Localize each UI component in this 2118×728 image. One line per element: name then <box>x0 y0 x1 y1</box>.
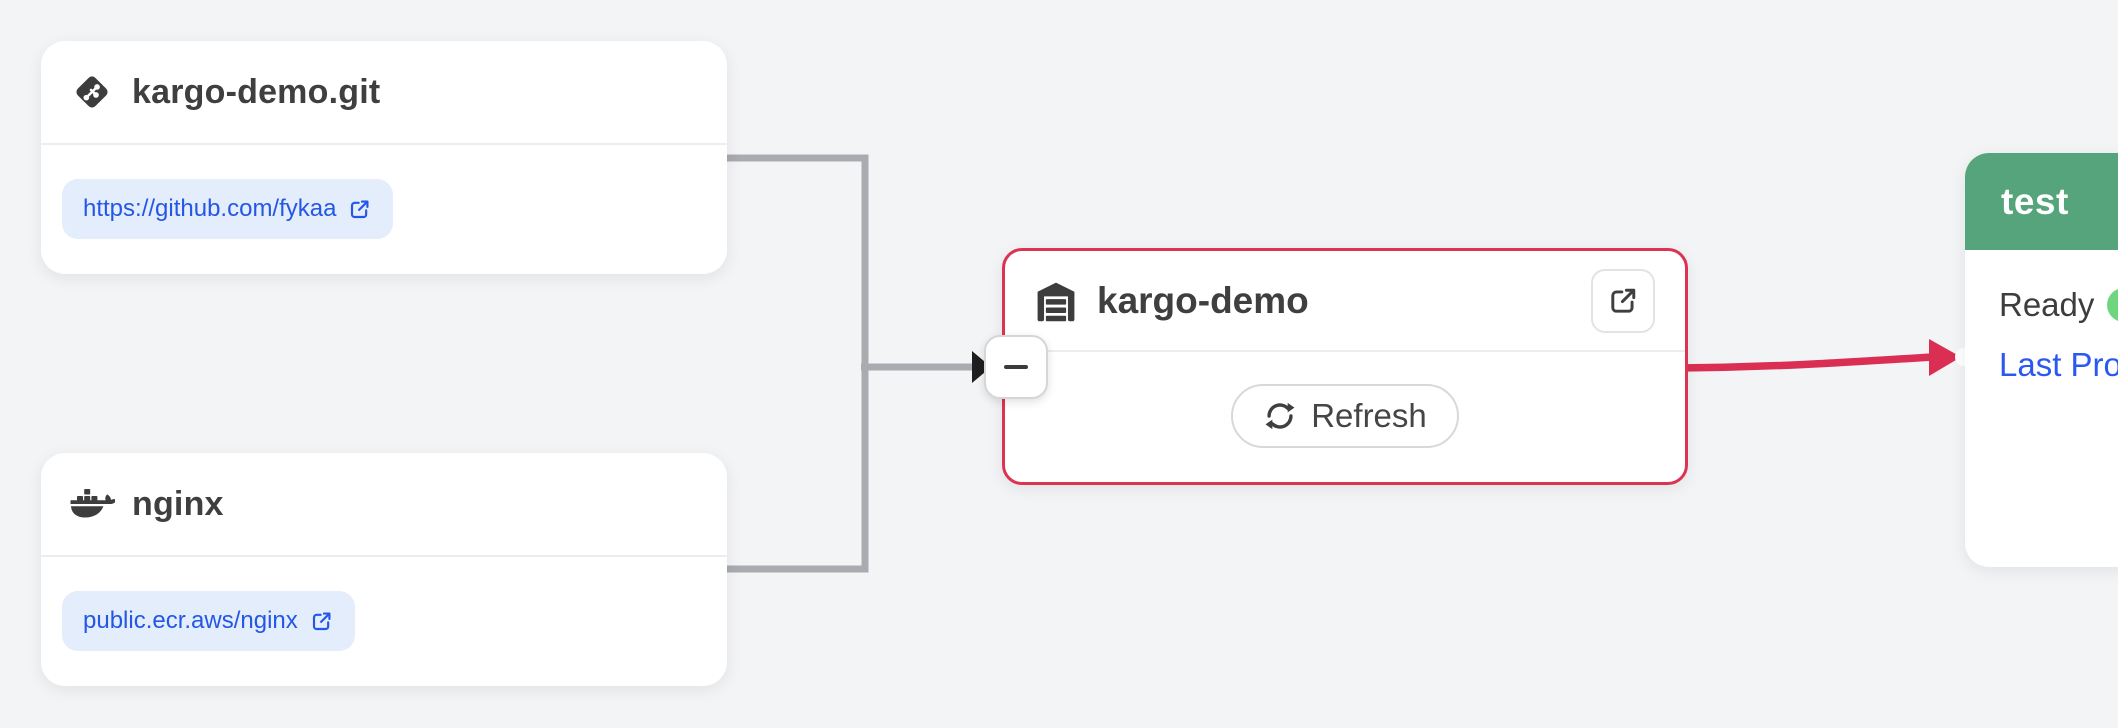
stage-body: Ready Last Promotion <box>1965 250 2118 384</box>
node-body: public.ecr.aws/nginx <box>41 557 727 651</box>
repo-url-link[interactable]: https://github.com/fykaa <box>62 179 394 239</box>
refresh-button-label: Refresh <box>1311 397 1427 434</box>
open-warehouse-details-button[interactable] <box>1591 269 1655 333</box>
last-promotion-link[interactable]: Last Promotion <box>1999 346 2118 383</box>
divider <box>41 555 727 557</box>
node-body: https://github.com/fykaa <box>41 145 727 239</box>
node-body: Refresh <box>1005 352 1685 448</box>
divider <box>1005 350 1685 352</box>
node-header: kargo-demo.git <box>41 41 727 143</box>
repo-url-link[interactable]: public.ecr.aws/nginx <box>62 591 355 651</box>
divider <box>41 143 727 145</box>
node-header: kargo-demo <box>1005 251 1685 350</box>
warehouse-icon <box>1033 278 1079 324</box>
git-icon <box>69 71 115 113</box>
repo-url-text: public.ecr.aws/nginx <box>83 607 298 634</box>
warehouse-node[interactable]: kargo-demo <box>1002 248 1688 485</box>
external-link-icon <box>1606 284 1640 318</box>
collapse-minus-icon <box>1004 365 1028 369</box>
node-header: nginx <box>41 453 727 555</box>
docker-icon <box>69 484 115 524</box>
refresh-button[interactable]: Refresh <box>1231 384 1459 448</box>
refresh-icon <box>1263 399 1297 433</box>
stage-status-label: Ready <box>1999 286 2095 323</box>
healthy-status-dot <box>2107 288 2118 322</box>
collapse-upstream-button[interactable] <box>984 335 1048 399</box>
external-link-icon <box>309 609 334 634</box>
node-title: nginx <box>132 484 224 523</box>
promotion-edge <box>1679 353 1933 372</box>
stage-node-test[interactable]: test Ready Last Promotion <box>1965 153 2118 567</box>
stage-status-row: Ready <box>1999 286 2118 324</box>
stage-header: test <box>1965 153 2118 250</box>
subscription-node-image-repo[interactable]: nginx public.ecr.aws/nginx <box>41 453 727 686</box>
repo-url-text: https://github.com/fykaa <box>83 195 337 222</box>
promotion-arrowhead-icon <box>1929 339 1961 376</box>
external-link-icon <box>347 197 372 222</box>
node-title: kargo-demo <box>1097 279 1309 321</box>
subscription-node-git-repo[interactable]: kargo-demo.git https://github.com/fykaa <box>41 41 727 274</box>
stage-title: test <box>2001 180 2069 222</box>
node-title: kargo-demo.git <box>132 72 381 111</box>
freight-arrowhead-icon <box>972 351 991 383</box>
